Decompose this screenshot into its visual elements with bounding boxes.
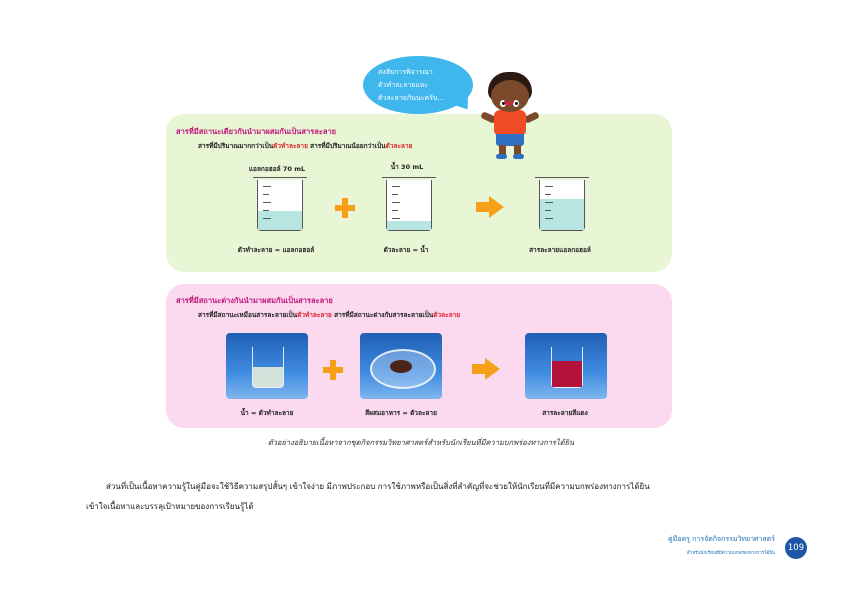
page-number: 109 (785, 537, 807, 559)
footer-subtitle: สำหรับนักเรียนที่มีความบกพร่องทางการได้ย… (686, 551, 775, 556)
subtitle-highlight: ตัวทำละลาย (297, 311, 332, 319)
food-coloring-photo (360, 333, 442, 399)
beaker-top-label: น้ำ 30 mL (390, 163, 424, 171)
subtitle-highlight: ตัวทำละลาย (273, 142, 308, 150)
boy-illustration (478, 72, 542, 162)
beaker-liquid (258, 211, 302, 230)
speech-bubble-text: สงสัยการพิจารณา ตัวทำละลายและ ตัวละลายกั… (378, 66, 466, 105)
footer-title: คู่มือครู การจัดกิจกรรมวิทยาศาสตร์ (668, 535, 775, 543)
subtitle-highlight: ตัวละลาย (433, 311, 461, 319)
subtitle-highlight: ตัวละลาย (385, 142, 413, 150)
subtitle-text: สารที่มีปริมาณน้อยกว่าเป็น (307, 142, 386, 150)
red-solution-photo (525, 333, 607, 399)
solution-beaker (535, 177, 589, 231)
different-state-subtitle: สารที่มีสถานะเหมือนสารละลายเป็นตัวทำละลา… (198, 310, 460, 320)
same-state-subtitle: สารที่มีปริมาณมากกว่าเป็นตัวทำละลาย สารท… (198, 141, 412, 151)
body-paragraph-line: เข้าใจเนื้อหาและบรรลุเป้าหมายของการเรียน… (86, 502, 254, 511)
water-glass-photo (226, 333, 308, 399)
photo-label: น้ำ = ตัวทำละลาย (240, 409, 294, 417)
photo-label: สีผสมอาหาร = ตัวละลาย (365, 409, 437, 417)
subtitle-text: สารที่มีสถานะต่างกับสารละลายเป็น (331, 311, 434, 319)
right-arrow-icon (476, 196, 504, 218)
same-state-title: สารที่มีสถานะเดียวกันนำมาผสมกันเป็นสารละ… (176, 127, 337, 136)
bubble-line: สงสัยการพิจารณา (378, 68, 433, 76)
photo-label: สารละลายสีแดง (542, 409, 588, 417)
right-arrow-icon (472, 358, 500, 380)
subtitle-text: สารที่มีสถานะเหมือนสารละลายเป็น (198, 311, 298, 319)
alcohol-beaker (253, 177, 307, 231)
plus-icon (335, 198, 355, 218)
speech-bubble (363, 56, 473, 114)
subtitle-text: สารที่มีปริมาณมากกว่าเป็น (198, 142, 274, 150)
beaker-top-label: แอลกอฮอล์ 70 mL (248, 165, 306, 173)
different-state-title: สารที่มีสถานะต่างกันนำมาผสมกันเป็นสารละล… (176, 296, 333, 305)
beaker-liquid (540, 199, 584, 230)
body-paragraph-line: ส่วนที่เป็นเนื้อหาความรู้ในคู่มือจะใช้วิ… (106, 482, 650, 491)
beaker-bottom-label: สารละลายแอลกอฮอล์ (529, 246, 591, 254)
beaker-liquid (387, 221, 431, 230)
water-beaker (382, 177, 436, 231)
figure-caption: ตัวอย่างอธิบายเนื้อหาจากชุดกิจกรรมวิทยาศ… (267, 438, 575, 447)
bubble-line: ตัวทำละลายและ (378, 81, 428, 89)
beaker-bottom-label: ตัวทำละลาย = แอลกอฮอล์ (237, 246, 315, 254)
bubble-line: ตัวละลายกันนะครับ... (378, 94, 444, 102)
plus-icon (323, 360, 343, 380)
beaker-bottom-label: ตัวละลาย = น้ำ (383, 246, 429, 254)
